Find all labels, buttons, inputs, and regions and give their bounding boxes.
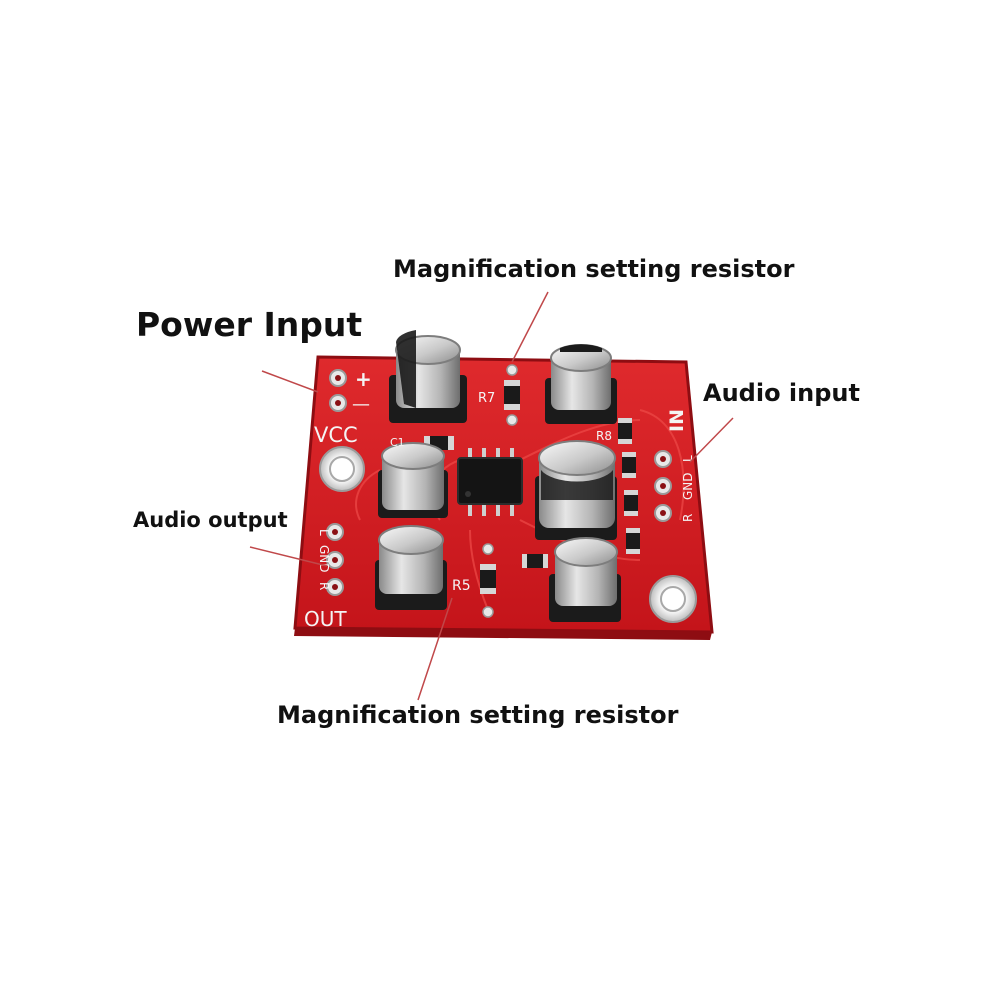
label-power-input: Power Input bbox=[136, 305, 363, 344]
label-audio-input: Audio input bbox=[703, 379, 860, 407]
capacitor-middle-left bbox=[378, 442, 448, 518]
leader-mag-bottom bbox=[417, 597, 453, 701]
capacitor-top-left bbox=[389, 330, 467, 423]
leader-lines bbox=[249, 291, 734, 701]
leader-mag-top bbox=[511, 291, 549, 363]
silk-out-r: R bbox=[317, 582, 331, 590]
capacitor-top-right bbox=[545, 344, 617, 424]
silk-in: IN bbox=[666, 409, 688, 432]
capacitor-bottom-left bbox=[375, 525, 447, 610]
silk-in-l: L bbox=[681, 455, 695, 462]
silk-in-gnd: GND bbox=[681, 472, 695, 500]
capacitor-bottom-right bbox=[549, 537, 621, 622]
audio-input-pads bbox=[654, 450, 672, 522]
silk-r7: R7 bbox=[478, 391, 495, 406]
capacitor-middle-right bbox=[535, 440, 617, 540]
leader-power bbox=[261, 370, 319, 393]
audio-output-pads bbox=[326, 523, 344, 596]
silk-r5: R5 bbox=[452, 578, 471, 594]
label-magnification-resistor-top: Magnification setting resistor bbox=[393, 255, 795, 283]
silk-vcc: VCC bbox=[314, 423, 358, 447]
silk-r8: R8 bbox=[596, 429, 612, 443]
label-magnification-resistor-bottom: Magnification setting resistor bbox=[277, 701, 679, 729]
amplifier-ic-chip bbox=[457, 448, 523, 516]
silk-c1: C1 bbox=[390, 436, 405, 449]
power-pads bbox=[329, 369, 347, 412]
silkscreen-labels: + — VCC R7 R8 C1 R5 OUT IN L GND R L bbox=[304, 367, 695, 631]
label-audio-output: Audio output bbox=[133, 508, 288, 532]
silk-out-gnd: GND bbox=[317, 545, 331, 573]
silk-out: OUT bbox=[304, 607, 347, 631]
resistor-r5 bbox=[480, 564, 496, 594]
leader-audio-out bbox=[249, 546, 328, 567]
silk-plus: + bbox=[355, 367, 372, 391]
silk-out-l: L bbox=[317, 529, 331, 536]
leader-audio-in bbox=[689, 417, 734, 463]
silk-in-r: R bbox=[681, 514, 695, 522]
via-pads bbox=[482, 364, 518, 618]
resistor-r7 bbox=[504, 380, 520, 410]
smd-resistors bbox=[424, 380, 640, 594]
silk-minus: — bbox=[352, 394, 370, 415]
pcb-edge bbox=[294, 628, 712, 640]
